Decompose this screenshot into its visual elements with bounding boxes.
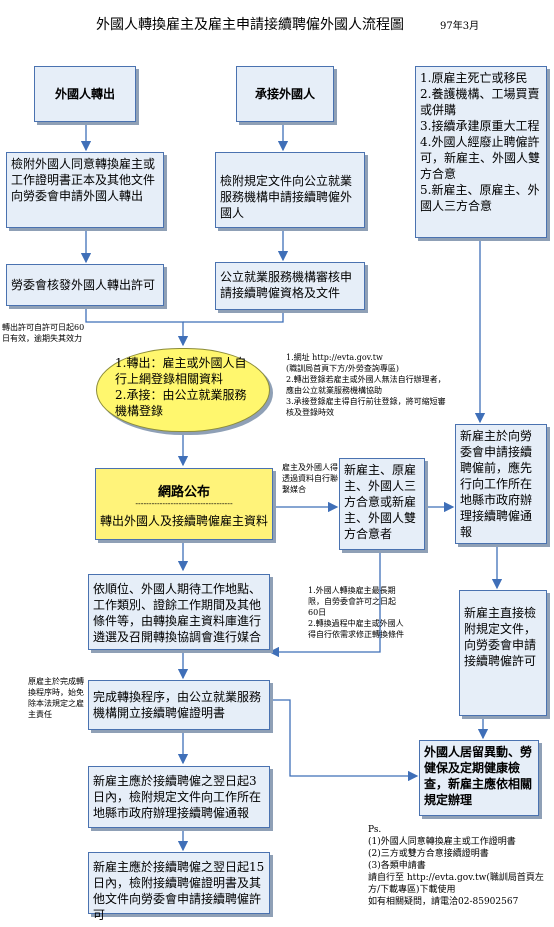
website-note-3: 3.承接登錄雇主得自行前往登錄，將可縮短審核及登錄時效 — [286, 397, 446, 417]
matching-notes: 1.外國人轉換雇主最長期限，自勞委會許可之日起60日 2.轉換過程中雇主或外國人… — [308, 585, 404, 640]
ps-line-2: (2)三方或雙方合意接續證明書 — [368, 849, 489, 859]
web-publish-title: 網路公布 — [157, 485, 210, 500]
local-notification-text: 新雇主應於接續聘僱之翌日起3日內，檢附規定文件向工作所在地縣市政府辦理接續聘僱通… — [93, 774, 262, 820]
outgoing-application-box: 檢附外國人同意轉換雇主或工作證明書正本及其他文件向勞委會申請外國人轉出 — [6, 152, 164, 228]
exception-item-5: 5.新雇主、原雇主、外國人三方合意 — [420, 183, 540, 213]
matching-box: 依順位、外國人期待工作地點、工作類別、證餘工作期間及其他條件等，由轉換雇主資料庫… — [88, 574, 270, 650]
incoming-worker-header-label: 承接外國人 — [254, 87, 315, 101]
local-notification-box: 新雇主應於接續聘僱之翌日起3日內，檢附規定文件向工作所在地縣市政府辦理接續聘僱通… — [88, 766, 270, 828]
ps-notes: Ps. (1)外國人同意轉換雇主或工作證明書 (2)三方或雙方合意接續證明書 (… — [368, 824, 554, 908]
diagram-title: 外國人轉換雇主及雇主申請接續聘僱外國人流程圖 — [96, 17, 404, 33]
exception-item-2: 2.養護機構、工場買賣或併購 — [420, 87, 540, 117]
exception-item-3: 3.接續承建原重大工程 — [420, 119, 540, 133]
direct-application-box: 新雇主直接檢附規定文件，向勞委會申請接續聘僱許可 — [459, 590, 547, 716]
residence-insurance-text: 外國人居留異動、勞健保及定期健康檢查，新雇主應依相關規定辦理 — [424, 745, 533, 807]
outgoing-permit-text: 勞委會核發外國人轉出許可 — [11, 278, 156, 292]
permit-validity-text: 轉出許可自許可日起60日有效，逾期失其效力 — [2, 323, 85, 343]
self-match-note: 雇主及外國人得透過資料自行聯繫媒合 — [282, 462, 338, 495]
exception-item-1: 1.原雇主死亡或移民 — [420, 71, 528, 85]
matching-text: 依順位、外國人期待工作地點、工作類別、證餘工作期間及其他條件等，由轉換雇主資料庫… — [93, 582, 262, 644]
transfer-complete-text: 完成轉換程序，由公立就業服務機構開立接續聘僱證明書 — [93, 690, 262, 720]
continued-permit-text: 新雇主應於接續聘僱之翌日起15日內，檢附接續聘僱證明書及其他文件向勞委會申請接續… — [93, 860, 265, 922]
self-match-text: 雇主及外國人得透過資料自行聯繫媒合 — [282, 463, 338, 494]
permit-validity-note: 轉出許可自許可日起60日有效，逾期失其效力 — [2, 322, 88, 344]
web-publish-subtitle: 轉出外國人及接續聘僱雇主資料 — [99, 514, 268, 528]
transfer-complete-box: 完成轉換程序，由公立就業服務機構開立接續聘僱證明書 — [88, 680, 270, 730]
incoming-application-text: 檢附規定文件向公立就業服務機構申請接續聘僱外國人 — [220, 174, 353, 220]
website-notes: 1.網址 http://evta.gov.tw (職訓局首頁下方/外勞查詢專區)… — [286, 352, 450, 418]
incoming-application-box: 檢附規定文件向公立就業服務機構申請接續聘僱外國人 — [215, 152, 365, 228]
original-employer-note: 原雇主於完成轉換程序時，始免除本法規定之雇主責任 — [28, 676, 90, 720]
incoming-worker-header: 承接外國人 — [236, 66, 334, 122]
three-party-agreement-box: 新雇主、原雇主、外國人三方合意或新雇主、外國人雙方合意者 — [339, 458, 425, 550]
residence-insurance-box: 外國人居留異動、勞健保及定期健康檢查，新雇主應依相關規定辦理 — [419, 740, 539, 816]
right-notification-box: 新雇主於向勞委會申請接續聘僱前，應先行向工作所在地縣市政府辦理接續聘僱通報 — [455, 424, 547, 544]
outgoing-application-text: 檢附外國人同意轉換雇主或工作證明書正本及其他文件向勞委會申請外國人轉出 — [11, 157, 156, 203]
ps-line-5: 如有相關疑問，請電洽02-85902567 — [368, 897, 519, 907]
ps-title: Ps. — [368, 825, 382, 835]
direct-application-text: 新雇主直接檢附規定文件，向勞委會申請接續聘僱許可 — [464, 606, 537, 668]
web-publish-divider: ------------------------------------ — [135, 499, 233, 508]
registration-outgoing-text: 1.轉出：雇主或外國人自行上網登錄相關資料 — [115, 356, 247, 386]
registration-incoming-text: 2.承接：由公立就業服務機構登錄 — [115, 388, 247, 418]
arrow-mid-to-oval — [183, 312, 284, 323]
matching-note-1: 1.外國人轉換雇主最長期限，自勞委會許可之日起60日 — [308, 586, 396, 617]
matching-note-2: 2.轉換過程中雇主或外國人得自行依需求修正轉換條件 — [308, 619, 404, 639]
website-note-2: 2.轉出登錄若雇主或外國人無法自行辦理者，應由公立就業服務機構協助 — [286, 375, 446, 395]
website-note-1b: (職訓局首頁下方/外勞查詢專區) — [286, 364, 399, 373]
online-registration-oval: 1.轉出：雇主或外國人自行上網登錄相關資料 2.承接：由公立就業服務機構登錄 — [96, 348, 270, 432]
website-note-1: 1.網址 http://evta.gov.tw — [286, 353, 383, 362]
outgoing-permit-box: 勞委會核發外國人轉出許可 — [6, 264, 164, 306]
diagram-date: 97年3月 — [440, 21, 480, 32]
continued-permit-box: 新雇主應於接續聘僱之翌日起15日內，檢附接續聘僱證明書及其他文件向勞委會申請接續… — [88, 852, 270, 922]
ps-line-4: 請自行至 http://evta.gov.tw(職訓局首頁左方/下載專區)下載使… — [368, 873, 544, 895]
arrow-complete-to-residence — [270, 699, 419, 782]
ps-line-3: (3)各類申請書 — [368, 861, 426, 871]
arrow-left-to-oval — [85, 307, 189, 347]
outgoing-worker-header: 外國人轉出 — [34, 66, 136, 122]
original-employer-text: 原雇主於完成轉換程序時，始免除本法規定之雇主責任 — [28, 677, 84, 719]
outgoing-worker-header-label: 外國人轉出 — [54, 87, 115, 101]
three-party-agreement-text: 新雇主、原雇主、外國人三方合意或新雇主、外國人雙方合意者 — [344, 463, 417, 541]
ps-line-1: (1)外國人同意轉換雇主或工作證明書 — [368, 837, 516, 847]
incoming-review-text: 公立就業服務機構審核申請接續聘僱資格及文件 — [220, 270, 353, 300]
exception-item-4: 4.外國人經廢止聘僱許可，新雇主、外國人雙方合意 — [420, 135, 541, 181]
right-notification-text: 新雇主於向勞委會申請接續聘僱前，應先行向工作所在地縣市政府辦理接續聘僱通報 — [460, 429, 533, 539]
incoming-review-box: 公立就業服務機構審核申請接續聘僱資格及文件 — [215, 262, 365, 310]
arrow-three-party-to-complete — [268, 550, 381, 658]
web-publish-box: 網路公布 -----------------------------------… — [95, 468, 273, 540]
exception-list-box: 1.原雇主死亡或移民 2.養護機構、工場買賣或併購 3.接續承建原重大工程 4.… — [415, 66, 547, 238]
